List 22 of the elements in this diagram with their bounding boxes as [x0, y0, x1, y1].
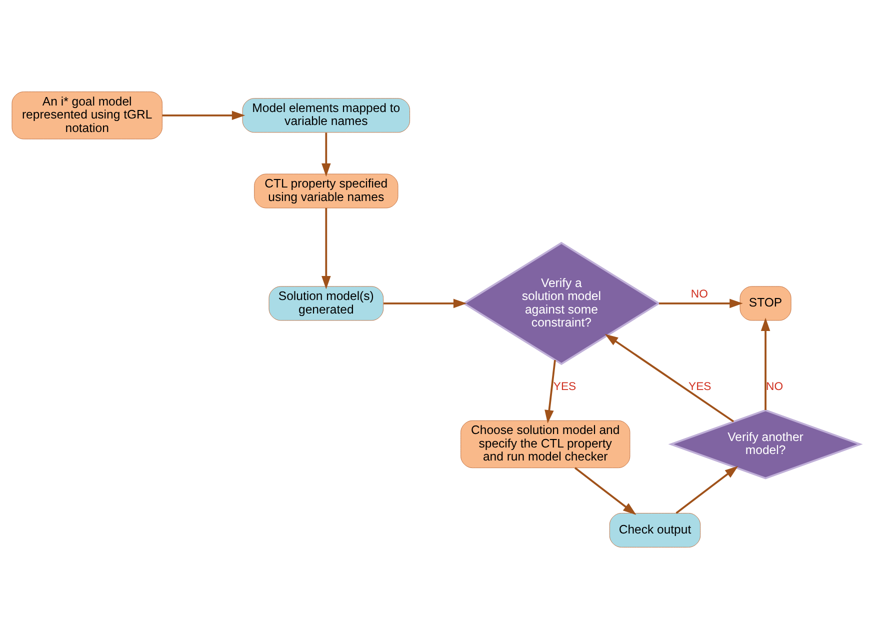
arrow — [544, 359, 556, 423]
arrow — [676, 465, 738, 514]
arrow — [322, 132, 331, 176]
edge-label: YES — [688, 380, 712, 392]
node-box: Choose solution model and specify the CTL property and run model checker — [460, 420, 630, 468]
arrow — [760, 317, 770, 410]
arrow — [659, 298, 743, 308]
node-box: CTL property specified using variable names — [254, 173, 398, 208]
node-box: STOP — [740, 286, 792, 320]
edge-label: NO — [766, 380, 784, 392]
node-box: Solution model(s) generated — [268, 286, 384, 320]
arrow — [574, 466, 636, 514]
arrow — [604, 333, 734, 422]
edge-label: NO — [690, 288, 708, 300]
arrow — [162, 110, 246, 120]
node-box: Check output — [609, 512, 701, 547]
edge-label: YES — [553, 380, 576, 392]
node-box: Model elements mapped to variable names — [242, 98, 410, 132]
node-box: An i* goal model represented using tGRL notation — [12, 91, 162, 139]
arrow — [322, 208, 331, 289]
arrow — [384, 298, 467, 308]
node-diamond: Verify a solution model against some constraint? — [462, 241, 661, 365]
